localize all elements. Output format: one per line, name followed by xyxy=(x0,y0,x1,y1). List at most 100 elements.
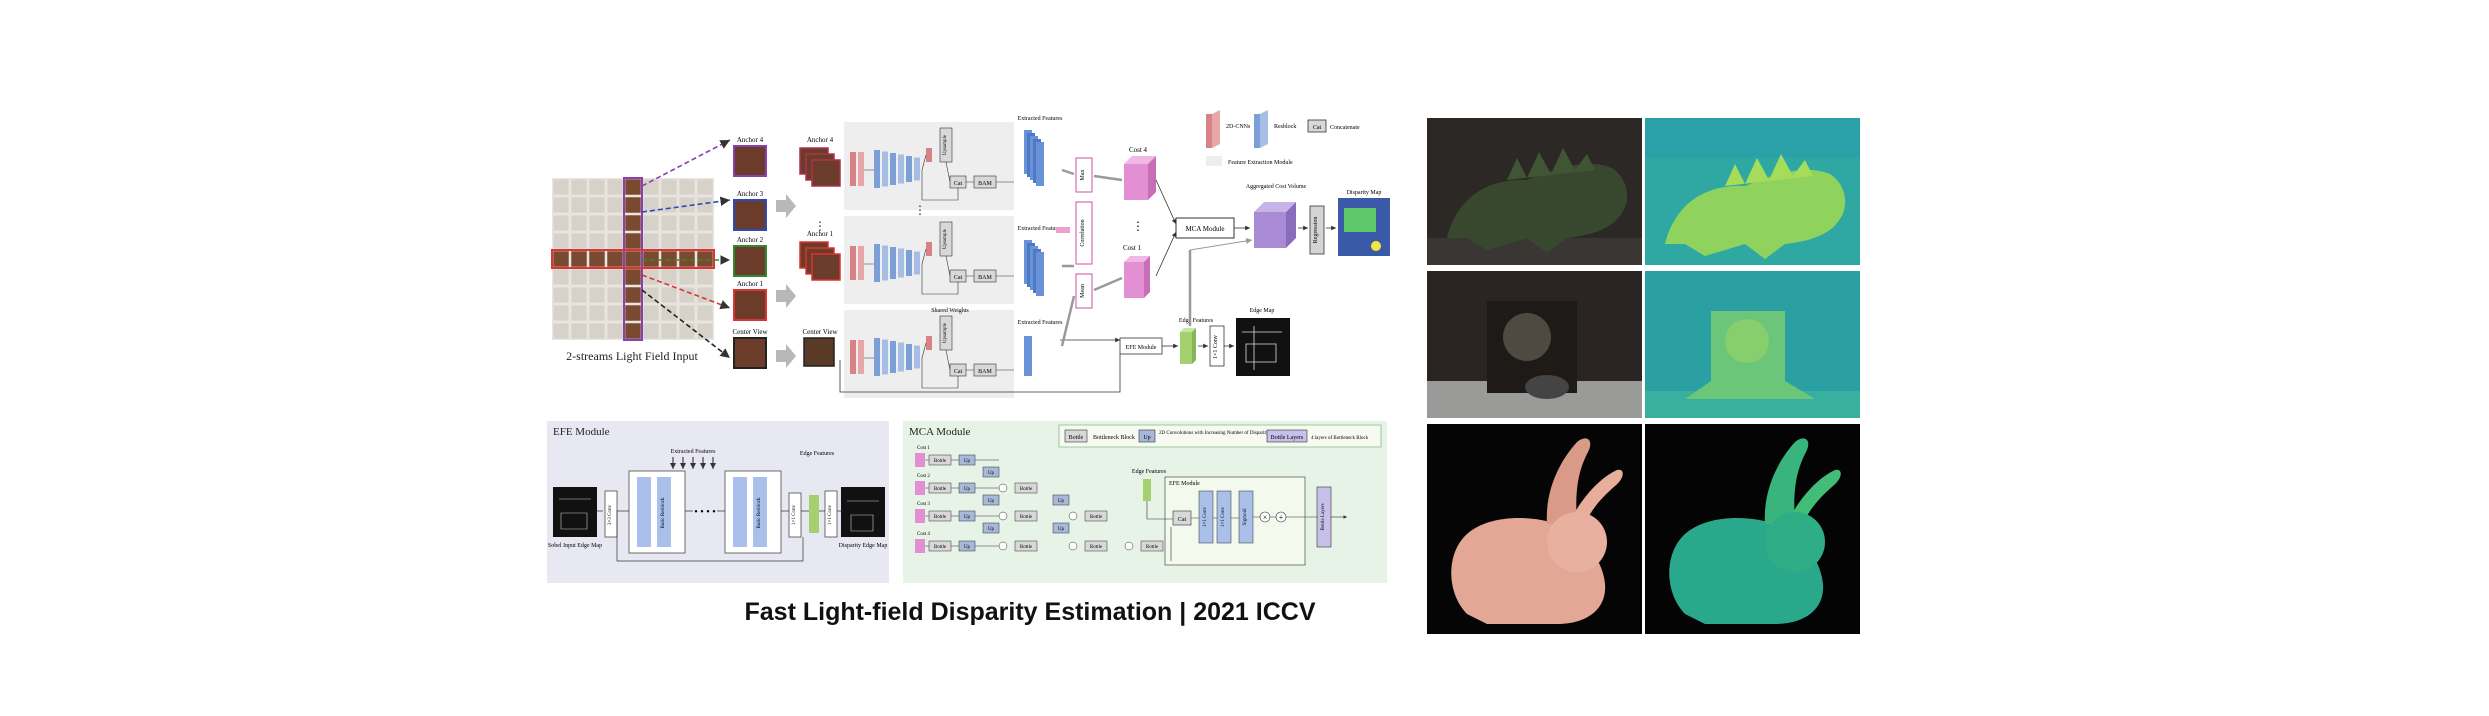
shared-weights-label: Shared Weights xyxy=(931,308,969,314)
cost-label: Cost 1 xyxy=(1123,244,1142,252)
mca-legend-layers-text: 4 layers of Bottleneck Block xyxy=(1311,436,1369,441)
svg-text:Cost 2: Cost 2 xyxy=(917,474,930,479)
svg-text:+: + xyxy=(1279,513,1284,522)
svg-text:Cat: Cat xyxy=(954,369,963,375)
mca-legend-bottle-text: Bottleneck Block xyxy=(1093,435,1135,441)
mca-cat-label: Cat xyxy=(1178,517,1187,523)
svg-text:Upsample: Upsample xyxy=(943,228,948,249)
svg-text:Cost 1: Cost 1 xyxy=(917,446,930,451)
legend-resblock-label: Resblock xyxy=(1274,124,1296,130)
svg-text:Up: Up xyxy=(988,471,995,476)
anchor-label: Anchor 3 xyxy=(737,190,764,198)
efe-conv-label: 1×1 Conv xyxy=(828,505,833,525)
svg-text:Bottle: Bottle xyxy=(934,515,947,520)
efe-conv-label: 1×1 Conv xyxy=(792,505,797,525)
mca-sigmoid-label: Sigmoid xyxy=(1243,508,1248,525)
svg-text:Bottle: Bottle xyxy=(1020,515,1033,520)
svg-text:Bottle: Bottle xyxy=(934,459,947,464)
diagram-legend: 2D-CNNs Resblock Cat Concatenate Feature… xyxy=(1206,110,1360,166)
svg-text:Up: Up xyxy=(988,499,995,504)
mca-module-panel: MCA Module Bottle Bottleneck Block Up 2D… xyxy=(903,421,1387,583)
op-correlation-label: Correlation xyxy=(1080,219,1086,246)
edge-map-thumb xyxy=(1236,318,1290,376)
cost-label: Cost 4 xyxy=(1129,146,1148,154)
svg-text:Cat: Cat xyxy=(954,181,963,187)
efe-module-label: EFE Module xyxy=(1126,345,1157,351)
legend-cnn-label: 2D-CNNs xyxy=(1226,124,1251,130)
mca-efe-label: EFE Module xyxy=(1169,481,1200,487)
cost-operations: Max Correlation Mean xyxy=(1056,157,1093,309)
anchor-label: Anchor 1 xyxy=(737,280,764,288)
anchor-arrows xyxy=(641,139,731,359)
stack-label: Anchor 1 xyxy=(807,230,834,238)
edge-features-label: Edge Features xyxy=(1179,318,1214,324)
svg-text:Bottle: Bottle xyxy=(1090,515,1103,520)
svg-text:Bottle: Bottle xyxy=(1090,545,1103,550)
stegosaurus-depth xyxy=(1645,118,1860,265)
stack-label: Anchor 4 xyxy=(807,136,834,144)
mca-legend-layers: Bottle Layers xyxy=(1271,435,1304,441)
anchor-label: Center View xyxy=(732,328,768,336)
efe-edge-features-label: Edge Features xyxy=(800,451,835,457)
anchor-stacks: Anchor 4 ⋮ Anchor 1 Center View xyxy=(799,136,841,367)
aggregated-cube xyxy=(1254,202,1296,212)
svg-text:BAM: BAM xyxy=(978,275,992,281)
efe-panel-title: EFE Module xyxy=(553,426,610,438)
mca-module-label: MCA Module xyxy=(1185,225,1224,233)
anchor-label: Anchor 4 xyxy=(737,136,764,144)
regression-box xyxy=(1309,205,1325,255)
svg-text:Bottle: Bottle xyxy=(934,487,947,492)
input-label: 2-streams Light Field Input xyxy=(566,349,698,363)
extracted-features-label: Extracted Features xyxy=(1018,226,1063,232)
disparity-map-label: Disparity Map xyxy=(1347,190,1382,196)
svg-text:BAM: BAM xyxy=(978,181,992,187)
extracted-features-label: Extracted Features xyxy=(1018,320,1063,326)
extracted-features: Extracted Features Extracted Features Ex… xyxy=(1018,116,1063,376)
aggregated-label: Aggregated Cost Volume xyxy=(1246,184,1307,190)
svg-text:×: × xyxy=(1263,513,1268,522)
svg-text:Up: Up xyxy=(964,545,971,550)
sobel-edge-thumb xyxy=(553,487,597,537)
efe-extracted-label: Extracted Features xyxy=(671,449,716,455)
mca-legend-bottle: Bottle xyxy=(1069,435,1084,441)
stegosaurus-photo xyxy=(1427,118,1642,265)
svg-text:Cat: Cat xyxy=(954,275,963,281)
svg-text:• • • •: • • • • xyxy=(694,507,716,518)
svg-text:Up: Up xyxy=(1058,527,1065,532)
op-mean-label: Mean xyxy=(1080,284,1086,298)
flow-arrows xyxy=(776,194,796,368)
anchor-label: Anchor 2 xyxy=(737,236,764,244)
sobel-label: Sobel Input Edge Map xyxy=(548,543,602,549)
regression-label: Regression xyxy=(1313,217,1319,244)
disparity-edge-label: Disparity Edge Map xyxy=(839,543,888,549)
caption-title: Fast Light-field Disparity Estimation | … xyxy=(744,598,1316,626)
svg-text:Up: Up xyxy=(964,459,971,464)
efe-module-panel: EFE Module Extracted Features Sobel Inpu… xyxy=(547,421,889,583)
legend-cat-symbol: Cat xyxy=(1313,125,1322,131)
mca-conv-label: 1×1 Conv xyxy=(1203,507,1208,527)
disparity-edge-thumb xyxy=(841,487,885,537)
mca-panel-title: MCA Module xyxy=(909,426,971,438)
sphere-depth xyxy=(1645,271,1860,418)
sphere-photo xyxy=(1427,271,1642,418)
efe-resblock-label: Basic Resblock xyxy=(661,497,666,528)
svg-text:Cost 3: Cost 3 xyxy=(917,502,930,507)
svg-text:BAM: BAM xyxy=(978,369,992,375)
mca-conv-label: 1×1 Conv xyxy=(1221,507,1226,527)
pipeline-diagram: 2-streams Light Field Input Anchor 4 Anc… xyxy=(551,110,1390,398)
legend-fem-label: Feature Extraction Module xyxy=(1228,160,1293,166)
svg-text:Bottle: Bottle xyxy=(1020,545,1033,550)
cost-volumes: Cost 4 ⋮ Cost 1 xyxy=(1123,146,1156,298)
edge-map-label: Edge Map xyxy=(1250,308,1275,314)
svg-text:⋮: ⋮ xyxy=(814,219,826,233)
stack-label: Center View xyxy=(802,328,838,336)
legend-concat-label: Concatenate xyxy=(1330,125,1360,131)
efe-resblock-label: Basic Resblock xyxy=(757,497,762,528)
light-field-grid xyxy=(551,177,715,341)
svg-text:Bottle: Bottle xyxy=(934,545,947,550)
conv-label: 1×1 Conv xyxy=(1213,335,1219,359)
svg-text:⋮: ⋮ xyxy=(914,203,926,217)
svg-text:Up: Up xyxy=(988,527,995,532)
extracted-features-label: Extracted Features xyxy=(1018,116,1063,122)
svg-text:Bottle: Bottle xyxy=(1146,545,1159,550)
